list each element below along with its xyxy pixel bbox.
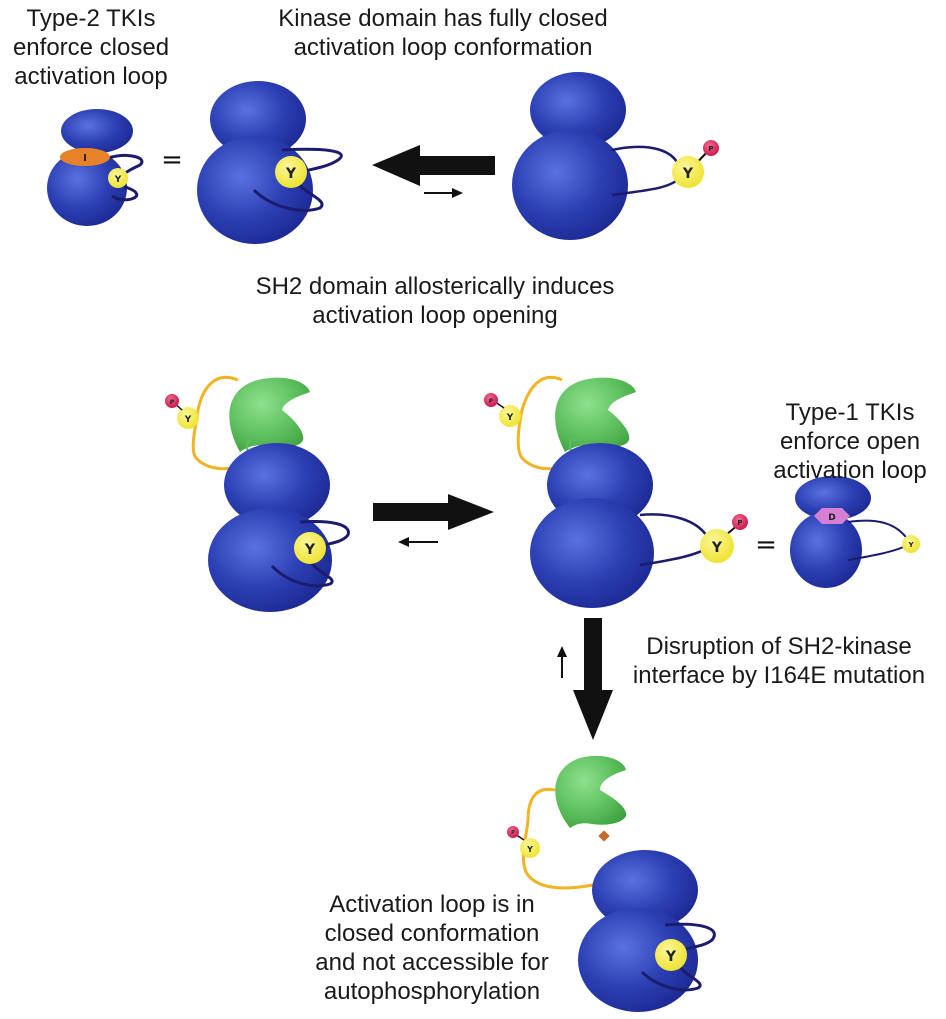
arrow-down-big-icon xyxy=(573,618,613,740)
svg-text:P: P xyxy=(737,519,742,527)
kinase-closed-label: Kinase domain has fully closed activatio… xyxy=(278,5,608,61)
type1-inhibitor-icon xyxy=(814,508,850,524)
tyrosine-icon xyxy=(655,939,687,971)
equals-sign-1: = xyxy=(161,145,183,175)
sh2-induces-label: SH2 domain allosterically induces activa… xyxy=(255,273,615,329)
arrow-right-big-icon xyxy=(373,494,494,530)
phosphate-icon xyxy=(165,394,179,408)
closed-kinase-top: Y xyxy=(197,81,343,244)
type2-inhibitor-icon xyxy=(60,148,110,166)
svg-text:Y: Y xyxy=(114,175,122,185)
tyrosine-icon xyxy=(499,405,521,427)
type1-tki-label: Type-1 TKIs enforce open activation loop xyxy=(773,399,927,484)
open-kinase-top: Y P xyxy=(512,72,719,240)
tyrosine-icon xyxy=(700,529,734,563)
phosphate-icon xyxy=(484,393,498,407)
disruption-label: Disruption of SH2-kinase interface by I1… xyxy=(632,633,926,689)
arrow-left-small-icon xyxy=(398,537,438,547)
equals-sign-2: = xyxy=(755,530,777,560)
svg-text:P: P xyxy=(708,145,713,153)
sh2-kinase-open: Y P Y P xyxy=(484,375,748,608)
type1-inhibitor-label: D xyxy=(828,513,835,523)
svg-text:Y: Y xyxy=(506,413,514,423)
phosphate-icon xyxy=(732,514,748,530)
tyrosine-icon xyxy=(177,407,199,429)
closed-final-label: Activation loop is in closed conformatio… xyxy=(315,891,549,1005)
type1-kinase: D Y xyxy=(790,476,920,588)
tyrosine-icon xyxy=(275,156,307,188)
svg-text:Y: Y xyxy=(184,415,192,425)
type2-kinase: I Y xyxy=(47,109,144,226)
dissociated-kinase: Y P Y xyxy=(507,755,716,1012)
svg-text:Y: Y xyxy=(711,540,723,556)
svg-text:Y: Y xyxy=(907,541,914,549)
sh2-kinase-closed: Y P Y xyxy=(165,375,350,612)
type2-inhibitor-label: I xyxy=(83,153,87,164)
tyrosine-icon xyxy=(672,156,704,188)
arrow-up-small-icon xyxy=(557,646,567,678)
svg-text:Y: Y xyxy=(682,166,694,182)
svg-text:P: P xyxy=(511,830,515,836)
tyrosine-icon xyxy=(520,838,540,858)
svg-text:Y: Y xyxy=(665,949,677,965)
svg-text:P: P xyxy=(170,399,175,406)
tyrosine-icon xyxy=(294,532,326,564)
tyrosine-icon xyxy=(108,168,128,188)
phosphate-icon xyxy=(507,826,519,838)
svg-text:Y: Y xyxy=(304,542,316,558)
type2-tki-label: Type-2 TKIs enforce closed activation lo… xyxy=(12,5,170,90)
arrow-right-small-icon xyxy=(424,188,463,198)
arrow-left-big-icon xyxy=(372,145,495,186)
svg-text:Y: Y xyxy=(285,166,297,182)
phosphate-icon xyxy=(703,140,719,156)
svg-text:P: P xyxy=(489,398,494,405)
tyrosine-icon xyxy=(902,535,920,553)
svg-text:Y: Y xyxy=(526,845,533,854)
